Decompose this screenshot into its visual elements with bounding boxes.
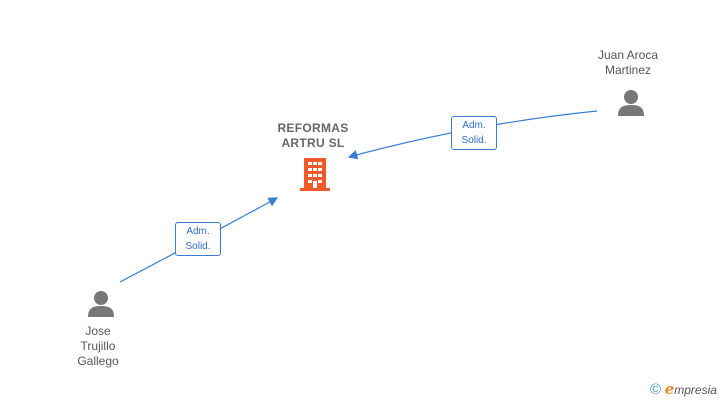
- brand-name: mpresia: [674, 383, 717, 397]
- company-name[interactable]: REFORMAS ARTRU SL: [277, 121, 349, 150]
- person-icon[interactable]: [87, 290, 115, 323]
- building-icon[interactable]: [300, 156, 330, 197]
- person-name-juan[interactable]: Juan Aroca Martinez: [597, 48, 659, 77]
- edge-label-jose: Adm. Solid.: [175, 222, 221, 256]
- person-name-jose[interactable]: Jose Trujillo Gallego: [77, 324, 119, 368]
- person-icon[interactable]: [617, 89, 645, 122]
- empresia-logo: © empresia: [650, 380, 717, 398]
- brand-initial: e: [664, 380, 675, 398]
- edge-label-juan: Adm. Solid.: [451, 116, 497, 150]
- copyright-symbol: ©: [650, 381, 662, 398]
